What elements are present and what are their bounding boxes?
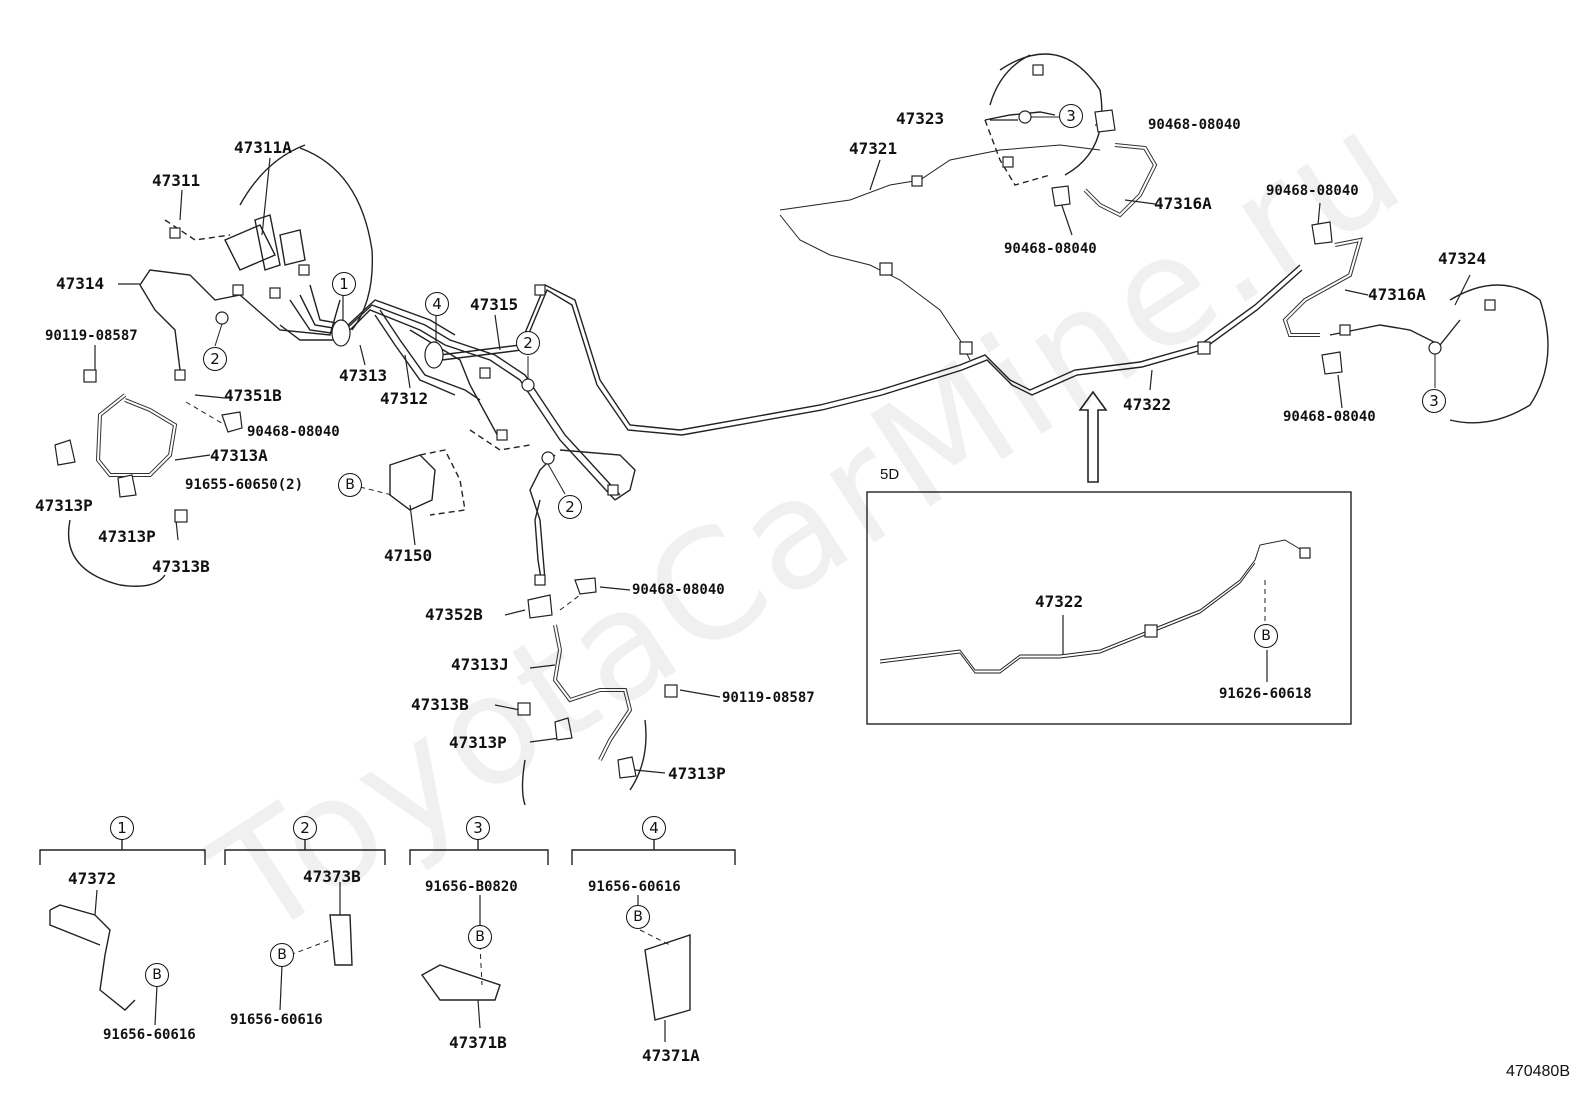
callout-b: B: [1254, 624, 1278, 648]
callout-b: B: [338, 473, 362, 497]
part-label: 47316A: [1154, 194, 1212, 213]
part-label: 47150: [384, 546, 433, 565]
part-label: 47313A: [210, 446, 268, 465]
part-label: 47322: [1123, 395, 1172, 414]
part-label: 91656-60616: [103, 1027, 196, 1043]
part-label: 47351B: [224, 386, 282, 405]
legend-callout-4: 4: [642, 816, 666, 840]
part-label: 47373B: [303, 867, 361, 886]
part-label: 91655-60650(2): [185, 477, 304, 493]
part-label: 47313P: [668, 764, 726, 783]
part-label: 47321: [849, 139, 898, 158]
callout-3: 3: [1059, 104, 1083, 128]
callout-1: 1: [332, 272, 356, 296]
part-label: 47322: [1035, 592, 1084, 611]
part-label: 47313: [339, 366, 388, 385]
part-label: 90119-08587: [722, 690, 815, 706]
legend-callout-3: 3: [466, 816, 490, 840]
callout-4: 4: [425, 292, 449, 316]
part-label: 47313B: [152, 557, 210, 576]
legend-callout-1: 1: [110, 816, 134, 840]
part-label: 47313P: [35, 496, 93, 515]
callout-2: 2: [516, 331, 540, 355]
part-label: 91656-60616: [588, 879, 681, 895]
part-label: 90468-08040: [1266, 183, 1359, 199]
callout-b: B: [270, 943, 294, 967]
part-label: 47316A: [1368, 285, 1426, 304]
callout-b: B: [145, 963, 169, 987]
part-label: 47352B: [425, 605, 483, 624]
callout-2: 2: [558, 495, 582, 519]
part-label: 47312: [380, 389, 429, 408]
part-label: 47313J: [451, 655, 509, 674]
callout-b: B: [626, 905, 650, 929]
callout-2: 2: [203, 347, 227, 371]
part-label: 47313P: [449, 733, 507, 752]
part-label: 47311: [152, 171, 201, 190]
part-label: 90468-08040: [1148, 117, 1241, 133]
part-label: 90468-08040: [1004, 241, 1097, 257]
part-label: 90119-08587: [45, 328, 138, 344]
front-left-disc: [299, 147, 374, 331]
part-label: 90468-08040: [1283, 409, 1376, 425]
part-label: 47371B: [449, 1033, 507, 1052]
detail-view-label: 5D: [880, 466, 900, 483]
part-label: 47323: [896, 109, 945, 128]
part-label: 47324: [1438, 249, 1487, 268]
part-label: 47311A: [234, 138, 292, 157]
part-label: 90468-08040: [247, 424, 340, 440]
part-label: 91626-60618: [1219, 686, 1312, 702]
part-label: 91656-60616: [230, 1012, 323, 1028]
part-label: 47315: [470, 295, 519, 314]
document-id: 470480B: [1505, 1063, 1570, 1080]
part-label: 47313P: [98, 527, 156, 546]
callout-3: 3: [1422, 389, 1446, 413]
part-label: 47372: [68, 869, 117, 888]
callout-b: B: [468, 925, 492, 949]
part-label: 91656-B0820: [425, 879, 518, 895]
part-label: 47313B: [411, 695, 469, 714]
part-label: 47371A: [642, 1046, 700, 1065]
part-label: 47314: [56, 274, 105, 293]
legend-callout-2: 2: [293, 816, 317, 840]
part-label: 90468-08040: [632, 582, 725, 598]
